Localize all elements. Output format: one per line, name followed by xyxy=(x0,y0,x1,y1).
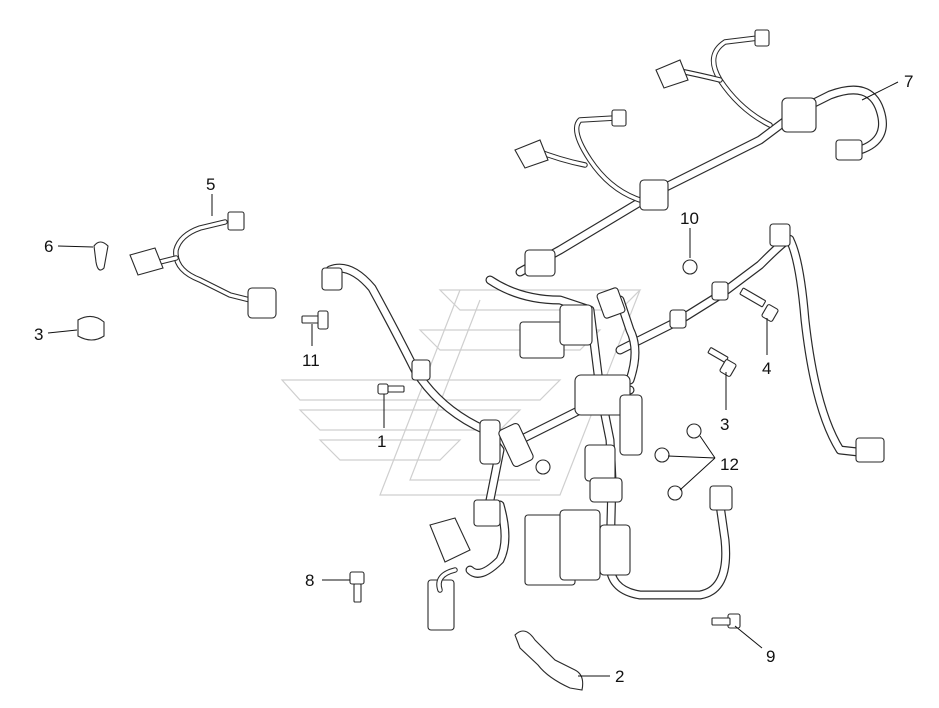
central-harness xyxy=(485,275,733,600)
bolt-part-1 xyxy=(377,383,405,395)
leader-lines xyxy=(47,81,899,677)
nuts-part-12 xyxy=(535,423,702,501)
callout-12: 12 xyxy=(720,455,739,474)
injector-harness xyxy=(514,29,887,277)
bolt-part-3-right xyxy=(707,347,737,377)
callout-labels: 1 2 3 3 4 5 6 7 8 9 10 11 12 xyxy=(34,72,913,686)
callout-3-right: 3 xyxy=(720,415,729,434)
callout-4: 4 xyxy=(762,359,771,378)
callout-7: 7 xyxy=(904,72,913,91)
clip-part-6 xyxy=(93,241,109,271)
hose-clamp-part-3 xyxy=(77,315,105,341)
callout-6: 6 xyxy=(44,237,53,256)
callout-2: 2 xyxy=(615,667,624,686)
callout-11: 11 xyxy=(302,351,320,370)
sensor-harness-part-5 xyxy=(129,211,277,319)
bolt-part-9 xyxy=(711,613,741,629)
bolt-part-4 xyxy=(739,287,779,322)
nut-part-10 xyxy=(682,259,698,275)
bolt-part-8 xyxy=(349,571,365,603)
bolt-part-11 xyxy=(301,310,329,330)
left-harness-branch xyxy=(321,263,534,631)
callout-3-left: 3 xyxy=(34,325,43,344)
right-harness-branch xyxy=(615,223,885,463)
callout-10: 10 xyxy=(680,209,699,228)
callout-9: 9 xyxy=(766,647,775,666)
bracket-part-2 xyxy=(514,630,584,691)
callout-1: 1 xyxy=(377,432,386,451)
callout-5: 5 xyxy=(206,175,215,194)
callout-8: 8 xyxy=(305,571,314,590)
